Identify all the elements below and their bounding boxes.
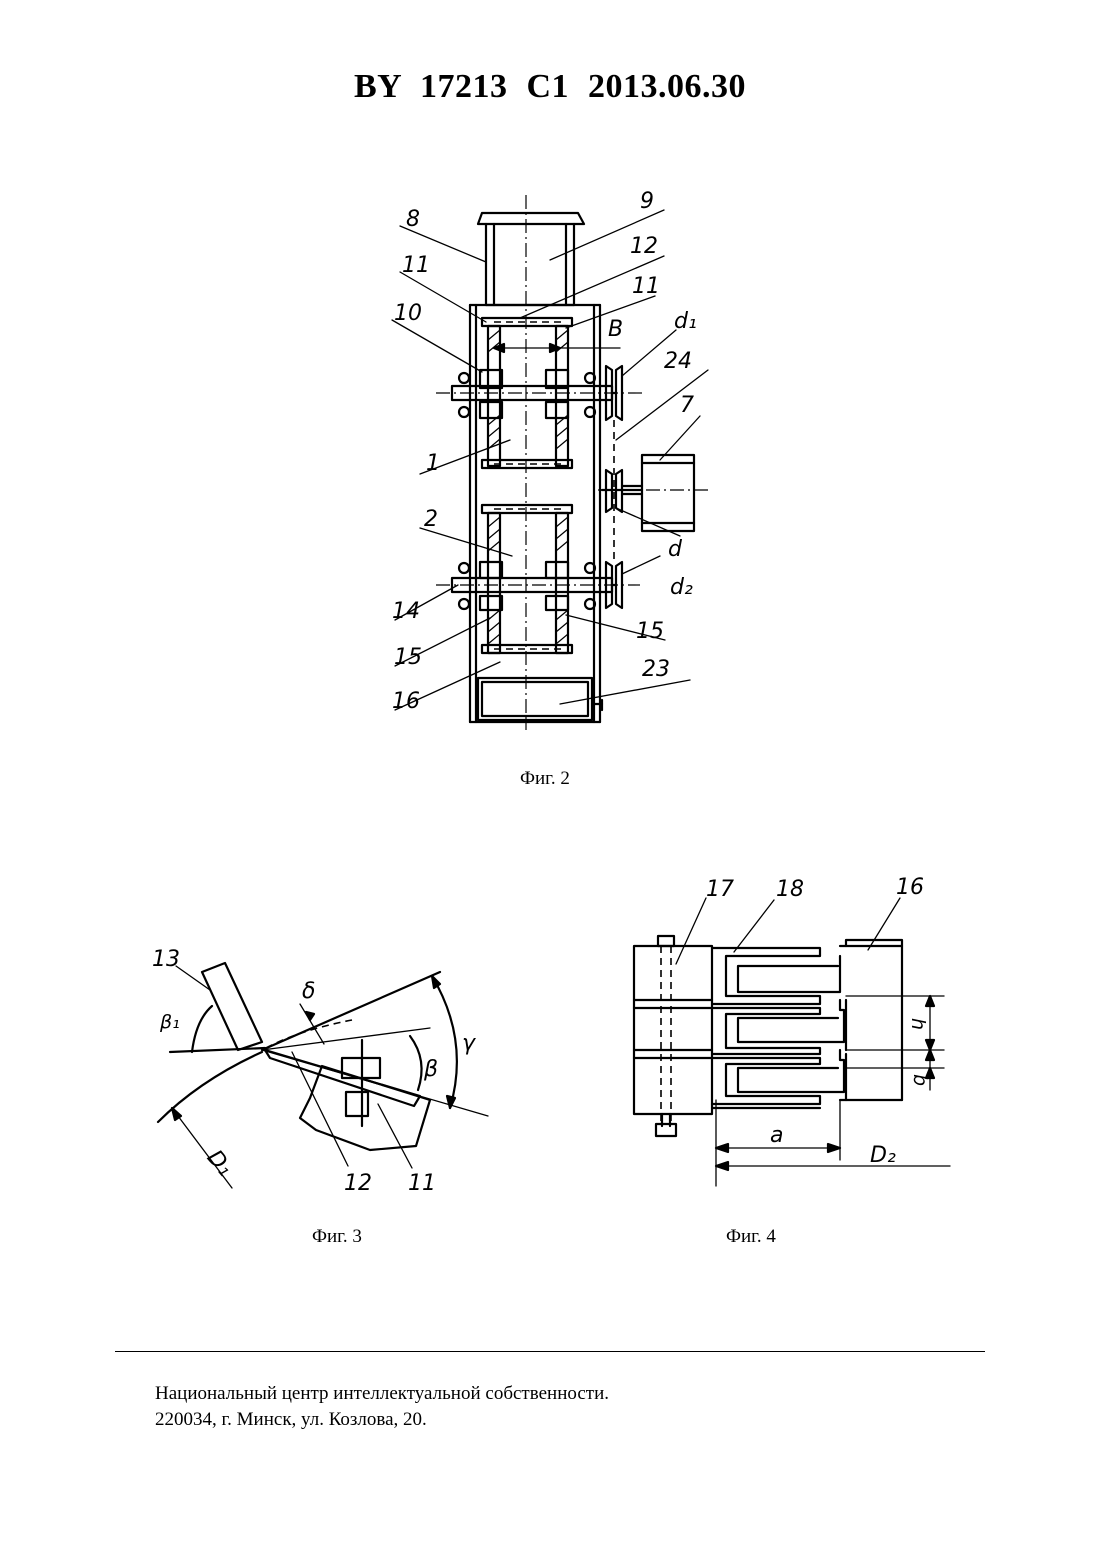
svg-text:12: 12 <box>630 234 658 259</box>
footer-rule <box>115 1351 985 1352</box>
fig2-labels: 8 9 12 11 11 10 B d₁ 24 7 1 2 d d₂ 14 15… <box>392 189 697 714</box>
svg-text:15: 15 <box>636 619 664 644</box>
svg-text:11: 11 <box>408 1171 436 1196</box>
svg-text:d: d <box>668 537 683 562</box>
fig2-drawing <box>436 195 712 730</box>
fig4-labels: 17 18 16 h b a D₂ <box>706 875 931 1168</box>
svg-text:b: b <box>909 1074 931 1086</box>
svg-text:14: 14 <box>392 599 420 624</box>
fig4-leaders <box>676 898 900 964</box>
svg-text:a: a <box>770 1123 783 1148</box>
svg-text:D₁: D₁ <box>202 1146 238 1182</box>
svg-text:12: 12 <box>344 1171 372 1196</box>
svg-text:7: 7 <box>680 393 694 418</box>
svg-text:17: 17 <box>706 877 734 902</box>
fig3-labels: 13 β₁ δ γ β D₁ 12 11 <box>152 947 476 1196</box>
svg-text:D₂: D₂ <box>870 1143 896 1168</box>
svg-text:β₁: β₁ <box>159 1011 180 1033</box>
fig3-drawing <box>158 963 488 1188</box>
svg-text:9: 9 <box>640 189 654 214</box>
svg-text:8: 8 <box>406 207 420 232</box>
fig2-caption: Фиг. 2 <box>520 768 570 790</box>
svg-text:1: 1 <box>426 451 440 476</box>
svg-text:11: 11 <box>632 274 660 299</box>
svg-text:β: β <box>423 1057 438 1082</box>
svg-text:γ: γ <box>462 1031 476 1056</box>
svg-text:δ: δ <box>302 979 315 1004</box>
svg-text:23: 23 <box>642 657 670 682</box>
svg-text:d₁: d₁ <box>674 309 697 334</box>
fig3-caption: Фиг. 3 <box>312 1226 362 1248</box>
svg-text:13: 13 <box>152 947 180 972</box>
svg-text:18: 18 <box>776 877 804 902</box>
fig4-drawing <box>634 936 950 1186</box>
svg-text:15: 15 <box>394 645 422 670</box>
svg-text:h: h <box>907 1018 929 1030</box>
svg-text:16: 16 <box>392 689 420 714</box>
footer-line-2: 220034, г. Минск, ул. Козлова, 20. <box>155 1409 427 1431</box>
footer-line-1: Национальный центр интеллектуальной собс… <box>155 1383 609 1405</box>
svg-text:2: 2 <box>424 507 438 532</box>
fig4-caption: Фиг. 4 <box>726 1226 776 1248</box>
svg-text:d₂: d₂ <box>670 575 693 600</box>
svg-text:B: B <box>608 317 623 342</box>
svg-text:10: 10 <box>394 301 422 326</box>
svg-text:24: 24 <box>664 349 692 374</box>
svg-text:11: 11 <box>402 253 430 278</box>
svg-text:16: 16 <box>896 875 924 900</box>
